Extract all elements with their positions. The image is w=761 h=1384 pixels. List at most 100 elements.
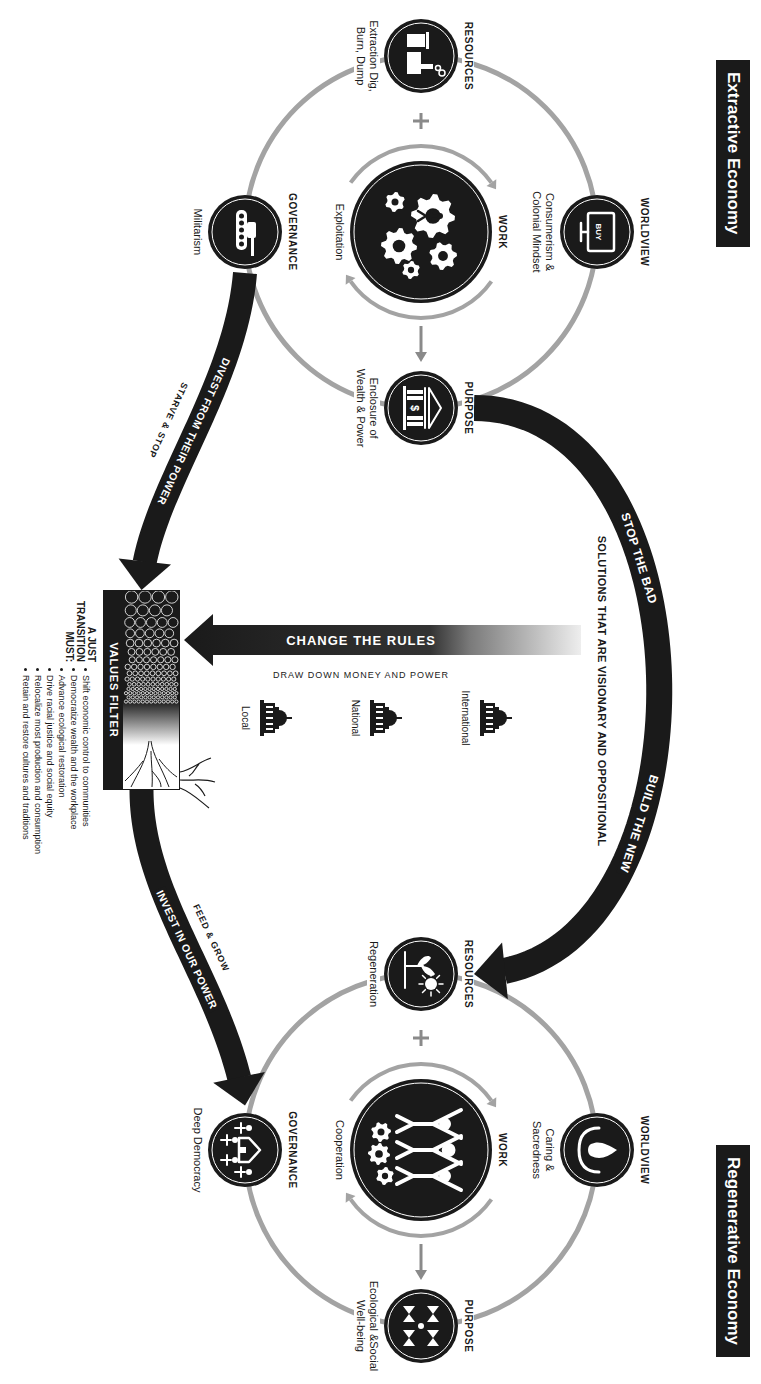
filter-texture	[156, 671, 161, 676]
filter-texture	[125, 591, 137, 603]
list-item: Advance ecological restoration	[55, 668, 73, 798]
circle-icon	[368, 1143, 390, 1165]
circle-icon	[429, 242, 457, 270]
circle-icon	[418, 1323, 424, 1329]
filter-texture	[150, 692, 153, 695]
filter-texture	[166, 700, 169, 703]
arrow-head	[119, 558, 171, 590]
circle-icon	[246, 1169, 252, 1175]
circle-label: Exploitation	[333, 202, 346, 263]
circle-icon	[438, 251, 448, 261]
filter-texture	[168, 648, 175, 655]
filter-texture	[144, 687, 147, 690]
filter-texture	[129, 700, 132, 703]
circle-heading: WORK	[496, 1131, 508, 1169]
arrow-text: CHANGE THE RULES	[286, 631, 436, 649]
circle-icon	[411, 194, 455, 238]
filter-texture	[139, 671, 144, 676]
filter-texture	[152, 648, 159, 655]
circle-shape	[560, 195, 634, 269]
filter-texture	[169, 687, 172, 690]
circle-icon	[236, 210, 256, 256]
circle-shape	[208, 195, 282, 269]
work-cycle-arrowhead	[346, 1193, 356, 1203]
filter-texture	[146, 682, 150, 686]
filter-texture	[155, 629, 164, 638]
work-cycle-arrowhead	[346, 275, 356, 285]
circle-shape	[350, 161, 492, 303]
circle-icon	[232, 1157, 238, 1163]
filter-texture	[156, 682, 160, 686]
filter-label: VALUES FILTER	[104, 591, 123, 789]
filter-texture	[145, 629, 154, 638]
filter-texture	[140, 696, 143, 699]
filter-texture	[131, 687, 134, 690]
filter-texture	[163, 664, 168, 669]
filter-texture	[137, 605, 148, 616]
filter-texture	[151, 677, 155, 681]
filter-texture	[141, 692, 144, 695]
cycle-ring	[245, 56, 597, 408]
filter-texture	[170, 664, 175, 669]
filter-texture	[145, 700, 148, 703]
circle-heading: WORLDVIEW	[638, 1114, 650, 1187]
circle-icon	[588, 1142, 617, 1158]
filter-texture	[172, 657, 178, 663]
list-heading: A JUST TRANSITION MUST:	[62, 590, 97, 662]
filter-texture	[158, 657, 164, 663]
step-arrow	[420, 326, 423, 354]
capitol-icon	[260, 700, 512, 736]
circle-shape	[207, 1112, 283, 1188]
capitol-label-text: Local	[239, 704, 251, 732]
list-heading-text: A JUST TRANSITION MUST:	[64, 590, 97, 662]
filter-texture	[159, 759, 177, 777]
filter-texture	[144, 639, 152, 647]
filter-texture	[162, 692, 165, 695]
flow-arrow	[474, 408, 659, 999]
circle-icon	[376, 1167, 393, 1185]
list-item-text: Democratize wealth and the workplace	[68, 668, 80, 830]
filter-roots	[195, 784, 205, 796]
filter-texture	[171, 700, 174, 703]
arrow-text-text: CHANGE THE RULES	[286, 633, 436, 648]
circle-icon	[405, 952, 423, 988]
circle-shape	[384, 937, 458, 1011]
circle-icon	[378, 1129, 385, 1136]
filter-texture	[173, 671, 178, 676]
list-item-text: Relocalize most production and consumpti…	[32, 668, 44, 854]
flow-arrow	[142, 790, 265, 1106]
circle-heading: PURPOSE	[462, 1297, 474, 1354]
capitol-icon	[480, 700, 512, 736]
work-cycle-arrowhead	[487, 179, 497, 189]
circle-shape	[384, 371, 458, 445]
circle-icon	[251, 238, 254, 256]
filter-texture	[172, 677, 176, 681]
circle-label: Caring & Sacredness	[530, 1113, 556, 1187]
filter-texture	[123, 591, 179, 703]
circle-shape	[354, 1083, 488, 1217]
filter-texture	[135, 696, 138, 699]
filter-texture	[144, 664, 149, 669]
header-text: Extractive Economy	[724, 72, 743, 235]
filter-texture	[137, 682, 141, 686]
filter-texture	[167, 677, 171, 681]
circle-icon	[439, 70, 445, 76]
arrow-caption-text: SOLUTIONS THAT ARE VISIONARY AND OPPOSIT…	[595, 534, 608, 849]
filter-texture	[126, 629, 135, 638]
filter-roots	[189, 764, 199, 776]
capitol-label: National	[348, 698, 366, 739]
filter-texture	[160, 648, 167, 655]
filter-texture	[162, 700, 165, 703]
circle-icon	[381, 228, 417, 264]
worldview-circle: WORLDVIEWConsumerism & Colonial Mindset	[530, 174, 650, 290]
filter-texture	[150, 700, 153, 703]
circle-heading: RESOURCES	[462, 938, 474, 1011]
circle-icon	[407, 422, 423, 426]
circle-label: Cooperation	[333, 1118, 346, 1182]
filter-texture	[129, 692, 132, 695]
governance-circle: GOVERNANCEDeep Democracy	[191, 1106, 298, 1195]
icon-text: BUY	[592, 224, 610, 241]
filter-texture	[133, 692, 136, 695]
filter-texture	[161, 639, 169, 647]
filter-texture	[156, 696, 159, 699]
